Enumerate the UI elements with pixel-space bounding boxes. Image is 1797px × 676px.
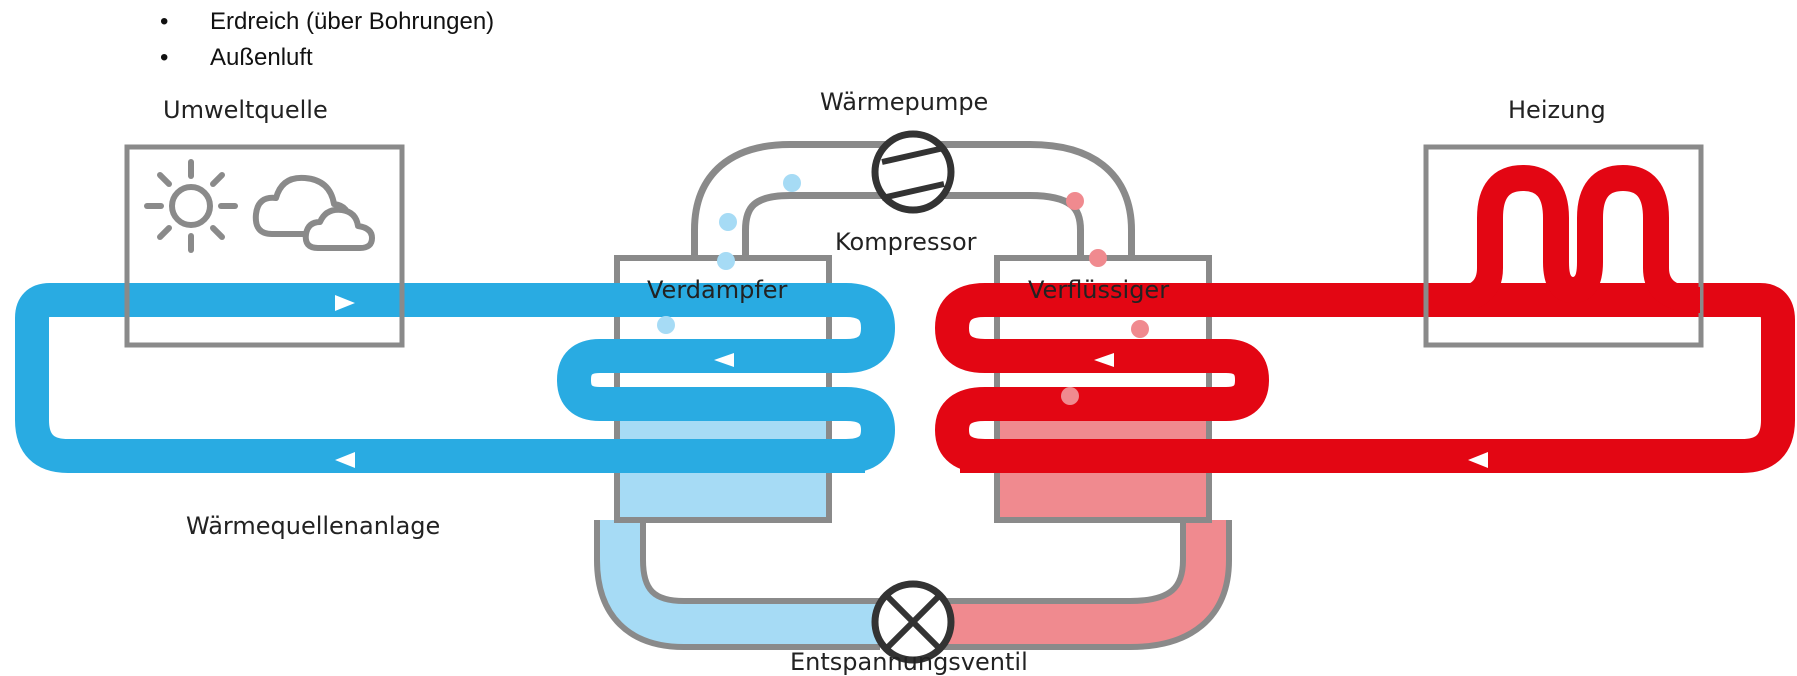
refrigerant-bottom-right-fill	[900, 520, 1226, 644]
arrow-right-icon	[335, 295, 355, 311]
heating-box	[1423, 144, 1704, 348]
arrow-left-icon	[1094, 353, 1114, 367]
environment-source-box	[124, 144, 405, 348]
refrigerant-top-loop-inner	[698, 148, 1128, 258]
sun-icon	[144, 159, 238, 253]
hot-vapour-bubbles	[1061, 192, 1149, 405]
source-pipe-outer-loop	[15, 283, 865, 473]
arrow-left-icon	[335, 452, 355, 468]
heating-coil	[934, 283, 1270, 473]
bullet-list: • Erdreich (über Bohrungen) • Außenluft	[160, 4, 494, 76]
refrigerant-bottom-left-fill	[600, 520, 880, 644]
arrow-left-icon	[714, 353, 734, 367]
bullet-dot: •	[160, 44, 169, 71]
compressor-label: Kompressor	[835, 228, 977, 256]
source-coil	[556, 283, 896, 473]
radiator-coil-icon	[1449, 164, 1701, 313]
evaporator-label: Verdampfer	[647, 276, 788, 304]
bullet-item: • Außenluft	[160, 40, 494, 76]
heat-pump-label: Wärmepumpe	[820, 88, 988, 116]
heat-source-system-label: Wärmequellenanlage	[186, 512, 440, 540]
bullet-text: Außenluft	[210, 44, 313, 71]
flow-arrows	[335, 295, 1488, 468]
environment-source-label: Umweltquelle	[163, 96, 328, 124]
compressor-icon	[871, 130, 955, 214]
cloud-icon	[252, 174, 375, 251]
bullet-dot: •	[160, 8, 169, 35]
arrow-left-icon	[1468, 452, 1488, 468]
heating-label: Heizung	[1508, 96, 1606, 124]
expansion-valve-icon	[871, 580, 955, 664]
cold-vapour-bubbles	[657, 174, 801, 334]
heating-pipe-outer-loop	[960, 283, 1795, 473]
condenser-label: Verflüssiger	[1028, 276, 1169, 304]
bullet-item: • Erdreich (über Bohrungen)	[160, 4, 494, 40]
expansion-valve-label: Entspannungsventil	[790, 648, 1028, 676]
bullet-text: Erdreich (über Bohrungen)	[210, 8, 495, 35]
